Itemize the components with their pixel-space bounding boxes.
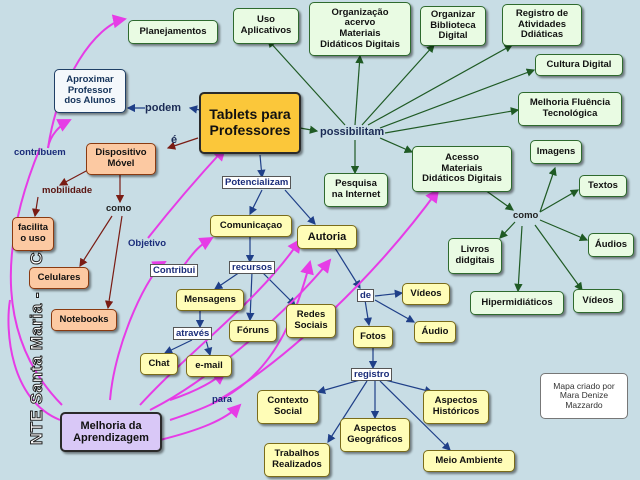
- node-videos-autoria[interactable]: Vídeos: [402, 283, 450, 305]
- node-foruns[interactable]: Fóruns: [229, 320, 277, 342]
- node-organizacao-acervo[interactable]: Organização acervo Materiais Didáticos D…: [309, 2, 411, 56]
- node-videos-right[interactable]: Vídeos: [573, 289, 623, 313]
- node-trabalhos-realizados[interactable]: Trabalhos Realizados: [264, 443, 330, 477]
- node-contexto-social[interactable]: Contexto Social: [257, 390, 319, 424]
- node-audios-right[interactable]: Áudios: [588, 233, 634, 257]
- node-redes-sociais[interactable]: Redes Sociais: [286, 304, 336, 338]
- node-textos[interactable]: Textos: [579, 175, 627, 197]
- brown-links: [31, 137, 199, 310]
- magenta-links: [7, 14, 440, 441]
- node-aspectos-geograficos[interactable]: Aspectos Geográficos: [340, 418, 410, 452]
- label-de: de: [357, 289, 375, 302]
- possibilitam-links: [267, 39, 536, 175]
- label-potencializam: Potencializam: [222, 176, 292, 189]
- label-e: é: [171, 134, 178, 146]
- node-hipermidiaticos[interactable]: Hipermidiáticos: [470, 291, 564, 315]
- node-meio-ambiente[interactable]: Meio Ambiente: [423, 450, 515, 472]
- node-acesso-materiais[interactable]: Acesso Materiais Didáticos Digitais: [412, 146, 512, 192]
- label-como-right: como: [513, 210, 539, 221]
- credit-box: Mapa criado por Mara Denize Mazzardo: [540, 373, 628, 419]
- outcome-node[interactable]: Melhoria da Aprendizagem: [60, 412, 162, 452]
- node-aspectos-historicos[interactable]: Aspectos Históricos: [423, 390, 489, 424]
- node-melhoria-fluencia[interactable]: Melhoria Fluência Tecnológica: [518, 92, 622, 126]
- node-imagens[interactable]: Imagens: [530, 140, 582, 164]
- node-aproximar[interactable]: Aproximar Professor dos Alunos: [54, 69, 126, 113]
- node-pesquisa-internet[interactable]: Pesquisa na Internet: [324, 173, 388, 207]
- node-registro-atividades[interactable]: Registro de Atividades Ddiáticas: [502, 4, 582, 46]
- label-recursos: recursos: [229, 261, 276, 274]
- node-facilita-uso[interactable]: facilita o uso: [12, 217, 54, 251]
- navy-links: [126, 103, 451, 451]
- node-celulares[interactable]: Celulares: [29, 267, 89, 289]
- node-mensagens[interactable]: Mensagens: [176, 289, 244, 311]
- label-como-left: como: [106, 203, 132, 214]
- label-mobilidade: mobilidade: [42, 185, 93, 196]
- como-right-links: [484, 166, 589, 293]
- node-livros-digitais[interactable]: Livros didgitais: [448, 238, 502, 274]
- label-objetivo: Objetivo: [128, 238, 167, 249]
- label-atraves: através: [173, 327, 213, 340]
- node-audio-autoria[interactable]: Áudio: [414, 321, 456, 343]
- node-cultura-digital[interactable]: Cultura Digital: [535, 54, 623, 76]
- label-podem: podem: [145, 102, 182, 114]
- label-registro: registro: [351, 368, 393, 381]
- node-email[interactable]: e-mail: [186, 355, 232, 377]
- node-uso-aplicativos[interactable]: Uso Aplicativos: [233, 8, 299, 44]
- label-para: para: [212, 394, 233, 405]
- node-comunicacao[interactable]: Comunicaçao: [210, 215, 292, 237]
- label-contribui: Contribui: [150, 264, 199, 277]
- main-concept-node[interactable]: Tablets para Professores: [199, 92, 301, 154]
- node-planejamentos[interactable]: Planejamentos: [128, 20, 218, 44]
- node-fotos[interactable]: Fotos: [353, 326, 393, 348]
- label-possibilitam: possibilitam: [320, 126, 385, 138]
- node-dispositivo-movel[interactable]: Dispositivo Móvel: [86, 143, 156, 175]
- node-notebooks[interactable]: Notebooks: [51, 309, 117, 331]
- node-organizar-biblioteca[interactable]: Organizar Biblioteca Digital: [420, 6, 486, 46]
- label-contribuem: contribuem: [14, 147, 66, 158]
- node-chat[interactable]: Chat: [140, 353, 178, 375]
- node-autoria[interactable]: Autoria: [297, 225, 357, 249]
